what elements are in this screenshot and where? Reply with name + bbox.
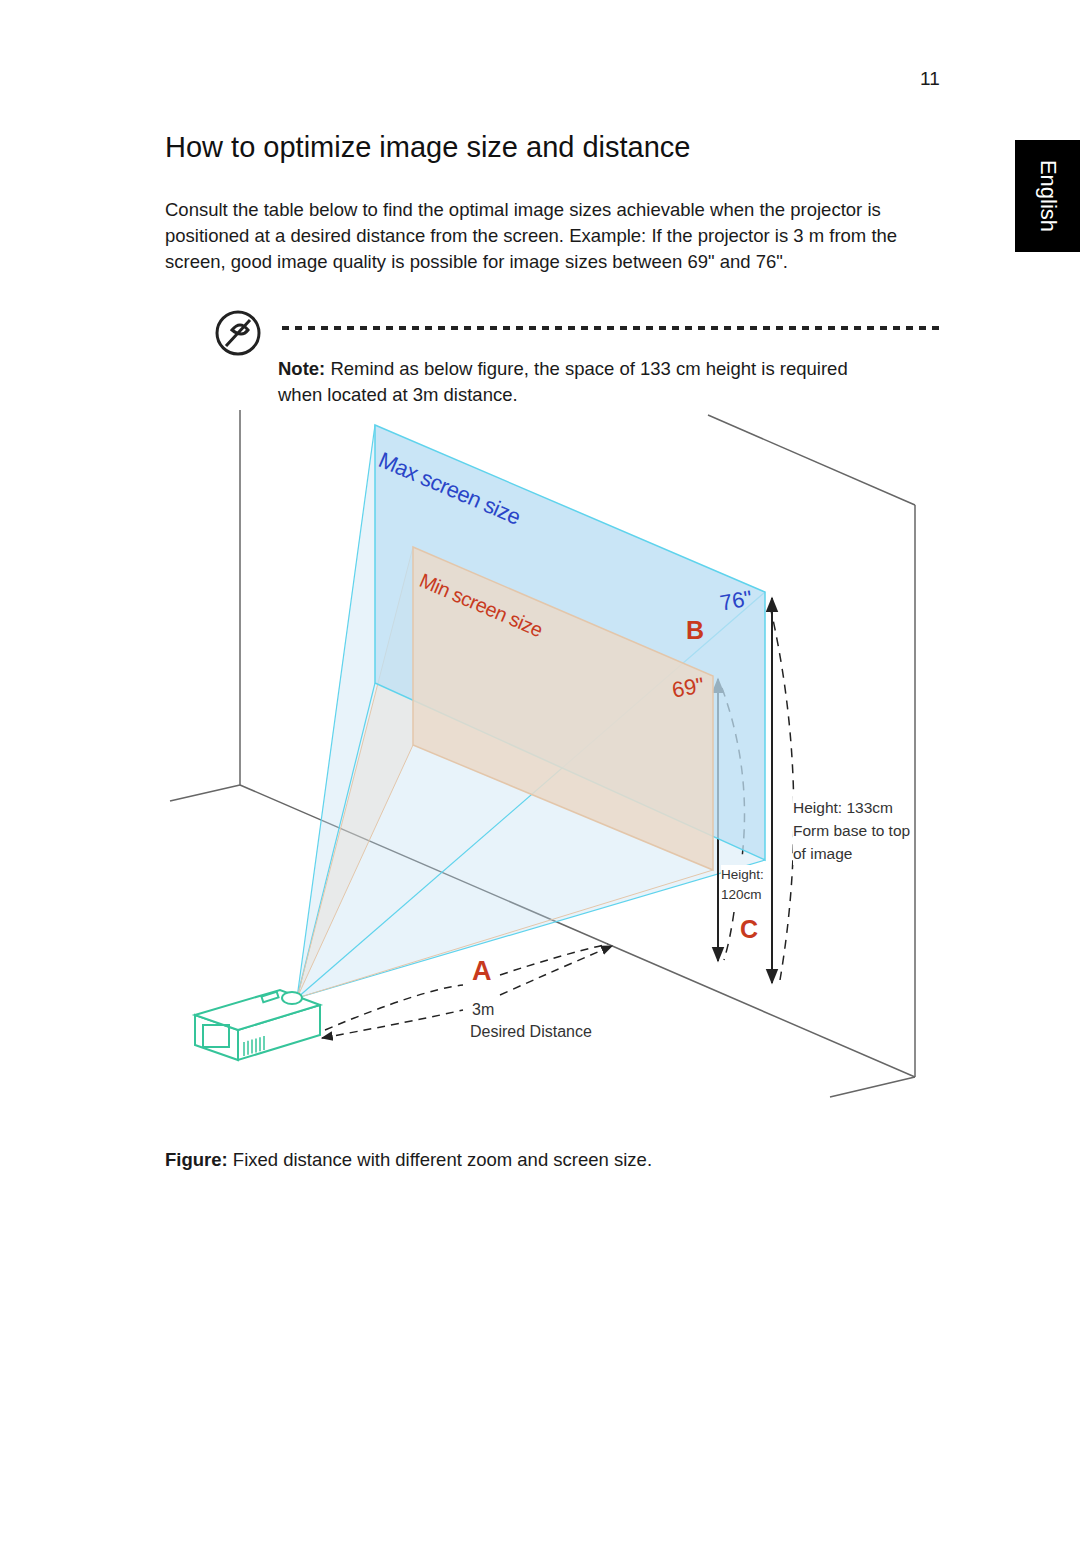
figure-caption: Figure: Fixed distance with different zo… bbox=[165, 1149, 652, 1171]
min-size-value: 69" bbox=[670, 672, 706, 703]
projection-beam bbox=[297, 425, 765, 998]
distance-value: 3m bbox=[470, 1001, 496, 1019]
language-tab: English bbox=[1015, 140, 1080, 252]
callout-letter: B bbox=[686, 616, 704, 645]
min-screen-area: Min screen size bbox=[413, 547, 713, 870]
intro-paragraph: Consult the table below to find the opti… bbox=[165, 197, 940, 275]
note-icon bbox=[217, 312, 259, 354]
projector bbox=[195, 990, 320, 1060]
node-label: English bbox=[1035, 160, 1061, 232]
callout-letter: A bbox=[472, 956, 492, 987]
height-label: Height: 120cm bbox=[721, 865, 771, 905]
note-text: Note: Remind as below figure, the space … bbox=[278, 356, 888, 408]
height-label: Height: 133cm Form base to top of image bbox=[793, 796, 911, 865]
page-number: 11 bbox=[920, 68, 940, 90]
room-lines bbox=[170, 410, 915, 1097]
max-size-value: 76" bbox=[718, 585, 754, 616]
dotted-rule bbox=[282, 326, 940, 330]
page-title: How to optimize image size and distance bbox=[165, 131, 690, 164]
distance-label: Desired Distance bbox=[470, 1023, 592, 1041]
callout-letter: C bbox=[740, 915, 758, 944]
